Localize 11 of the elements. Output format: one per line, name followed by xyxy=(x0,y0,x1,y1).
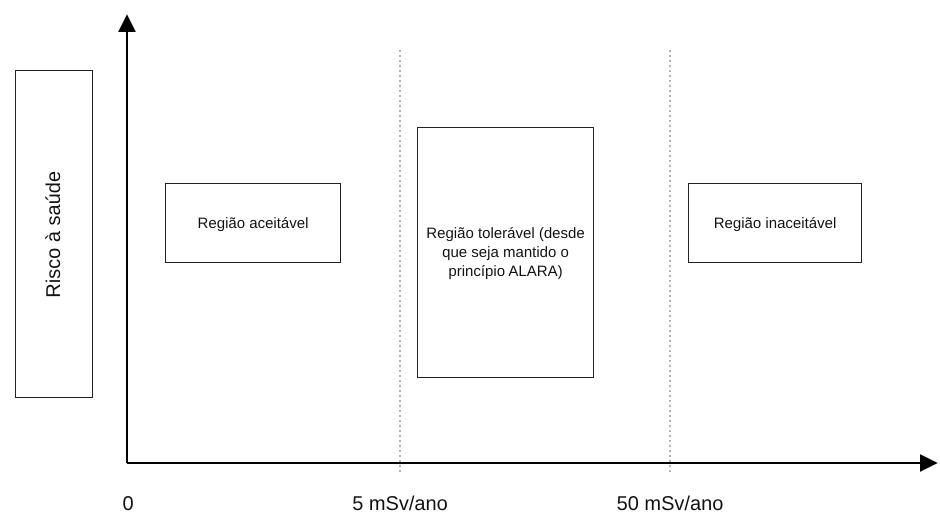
axis-tick-label: 5 mSv/ano xyxy=(352,493,448,516)
axis-title: Risco à saúde xyxy=(44,170,64,298)
axis-tick-label: 50 mSv/ano xyxy=(616,493,724,516)
region-box xyxy=(688,183,862,263)
region-label: Região aceitável xyxy=(198,214,308,232)
region-box xyxy=(417,127,594,378)
axis-tick-label: 0 xyxy=(122,493,134,516)
region-label: Região inaceitável xyxy=(714,214,836,232)
region-box xyxy=(165,183,341,263)
axis-title-box xyxy=(15,70,93,398)
region-label: Região tolerável (desde que seja mantido o princípio ALARA) xyxy=(425,224,586,281)
